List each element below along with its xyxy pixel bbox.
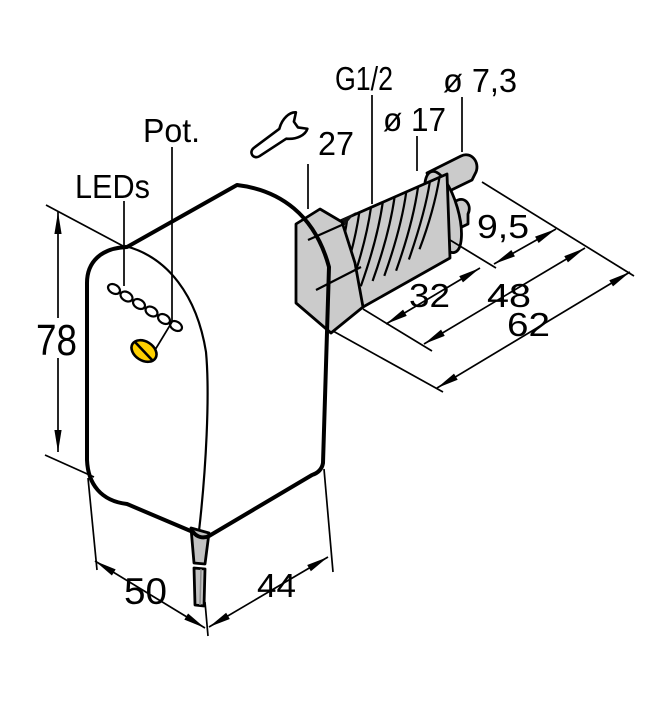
bottom-center-ext xyxy=(204,601,209,637)
potentiometer xyxy=(130,338,158,364)
housing-front-face-edge xyxy=(124,244,209,532)
nut-facet-line-top xyxy=(307,222,345,242)
labels: G1/2 ø 7,3 ø 17 27 Pot. LEDs 78 9,5 32 4… xyxy=(36,60,550,612)
tip-length-value: 9,5 xyxy=(477,208,529,245)
thread-label: G1/2 xyxy=(335,60,393,97)
wrench-size-label: 27 xyxy=(318,125,354,162)
leds-label: LEDs xyxy=(75,168,150,205)
tip-diameter-label: ø 7,3 xyxy=(443,62,517,99)
thread-length-value: 32 xyxy=(409,277,450,314)
sensor-housing xyxy=(85,183,331,540)
leader-lines xyxy=(123,95,463,351)
nut-facet-line-bottom xyxy=(315,266,362,291)
body-depth-value: 44 xyxy=(257,567,296,604)
pot-label: Pot. xyxy=(143,112,200,149)
depth-dim-line xyxy=(208,556,329,628)
pot-leader xyxy=(154,147,173,351)
potentiometer-slot xyxy=(134,341,154,362)
probe-length-dim-line xyxy=(436,271,631,389)
prong-tip-ext xyxy=(481,181,635,277)
width-ext-left xyxy=(87,477,98,571)
wrench-icon xyxy=(250,111,309,159)
depth-ext-right xyxy=(323,468,334,573)
led-indicator xyxy=(106,282,122,296)
extension-lines xyxy=(44,181,635,637)
cable-shade-line xyxy=(199,568,202,606)
led-indicator xyxy=(168,319,184,333)
nut-face-ext xyxy=(362,308,433,352)
height-ext-bottom xyxy=(44,454,95,478)
width-dim-line xyxy=(94,560,206,629)
led-indicator xyxy=(119,290,134,303)
led-row xyxy=(106,282,184,333)
shaft-length-value: 48 xyxy=(487,277,531,314)
cable xyxy=(189,526,211,608)
dimension-lines xyxy=(54,212,631,629)
height-ext-top xyxy=(45,204,124,247)
body-face-ext xyxy=(332,330,444,393)
led-indicator xyxy=(131,297,147,311)
body-height-value: 78 xyxy=(36,316,77,365)
probe-diameter-label: ø 17 xyxy=(383,101,446,138)
led-indicator xyxy=(144,305,159,318)
probe-length-value: 62 xyxy=(507,306,550,343)
body-width-value: 50 xyxy=(124,571,167,612)
